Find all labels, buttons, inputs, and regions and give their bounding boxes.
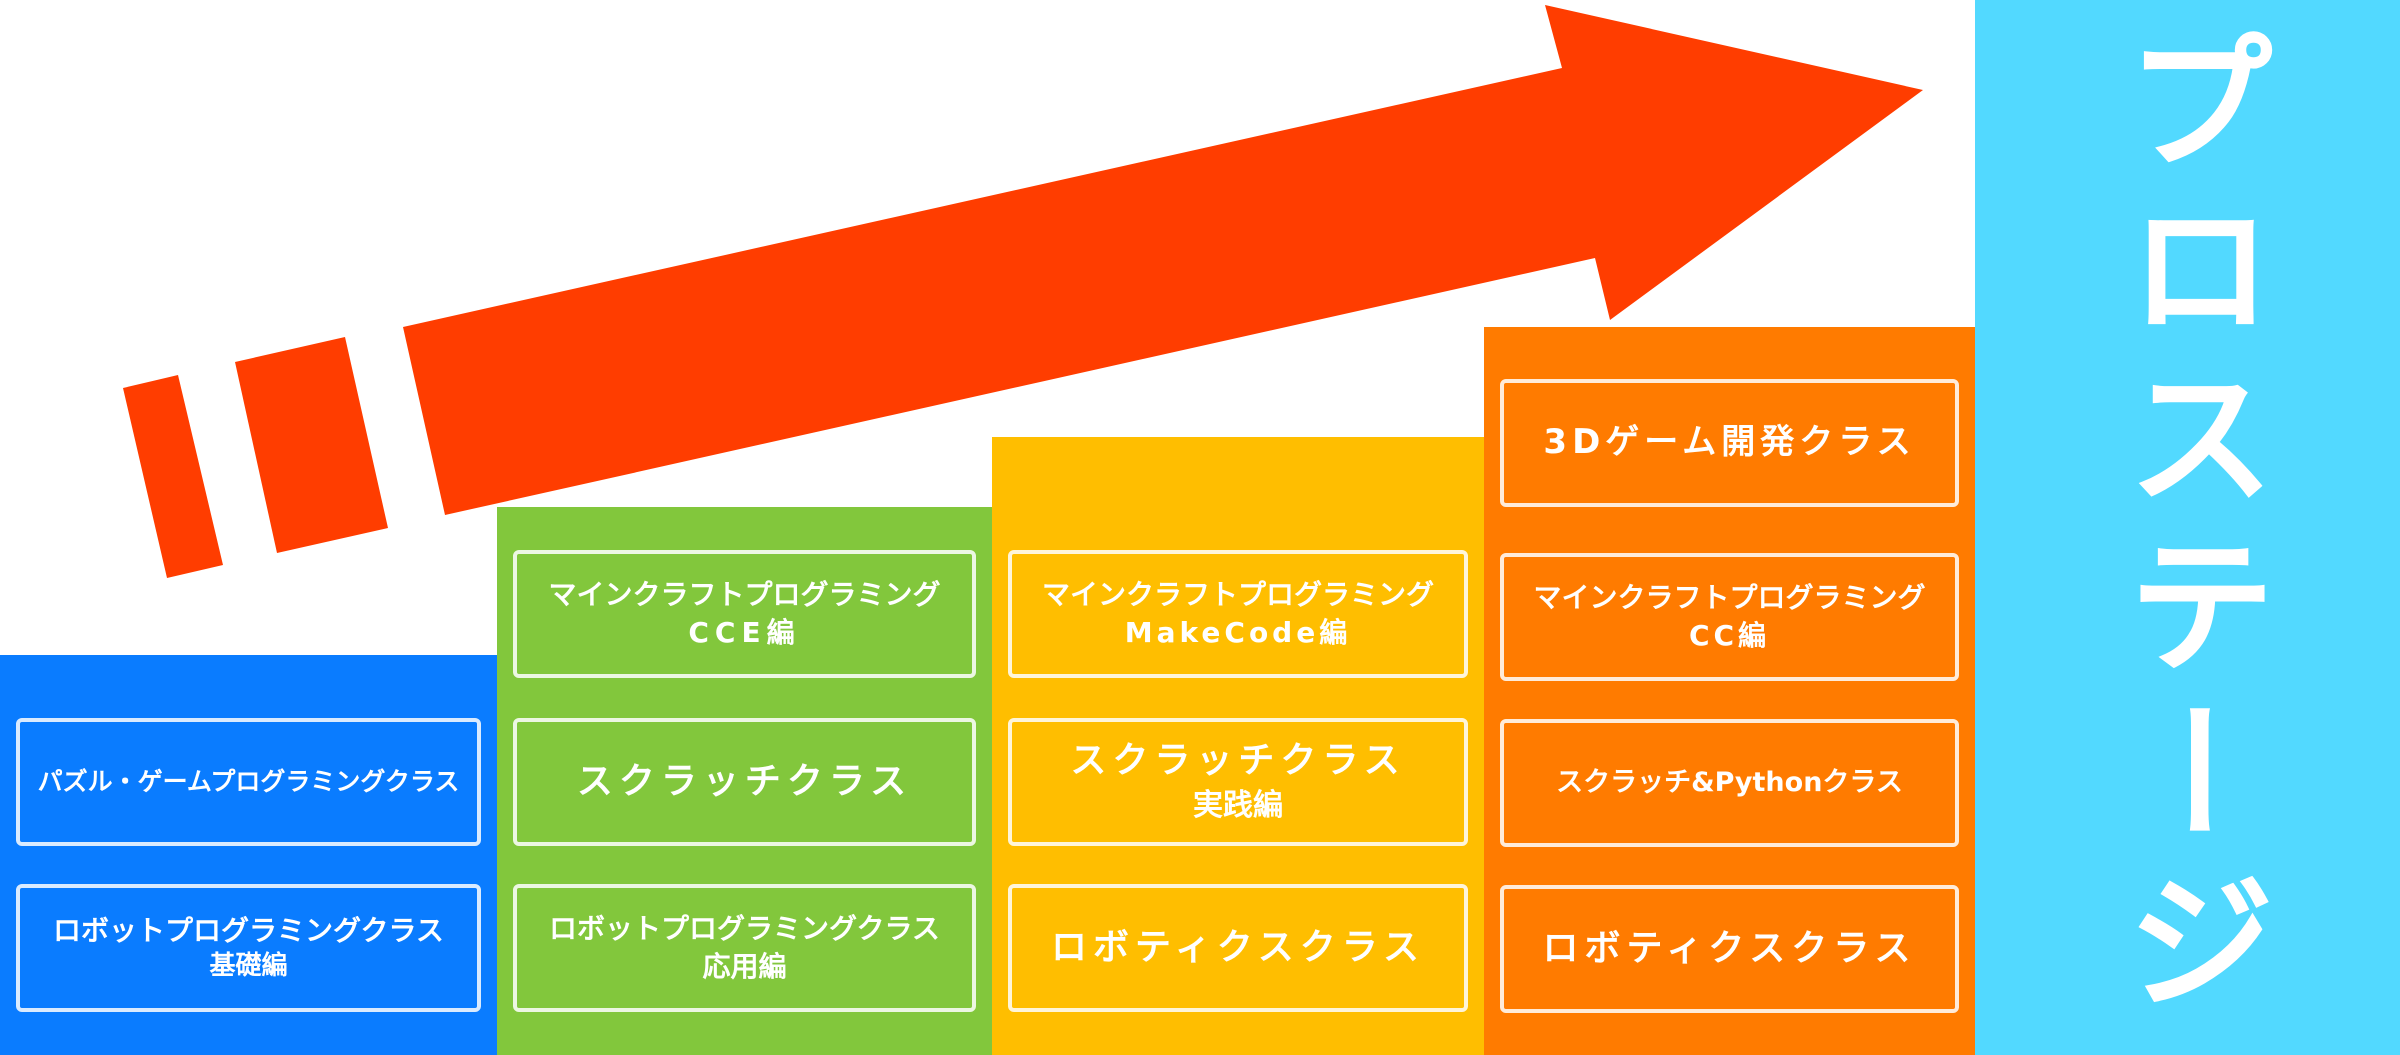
class-name: ロボティクスクラス xyxy=(1542,927,1917,969)
class-box[interactable]: マインクラフトプログラミング MakeCode編 xyxy=(1008,550,1468,678)
step-column-practical: マインクラフトプログラミング MakeCode編 スクラッチクラス 実践編 ロボ… xyxy=(992,437,1484,1055)
class-box[interactable]: スクラッチクラス 実践編 xyxy=(1008,718,1468,846)
class-level: 実践編 xyxy=(1193,788,1283,824)
class-box[interactable]: マインクラフトプログラミング CCE編 xyxy=(513,550,976,678)
class-level: 基礎編 xyxy=(209,951,288,982)
class-box[interactable]: パズル・ゲームプログラミングクラス xyxy=(16,718,481,846)
class-box[interactable]: ロボットプログラミングクラス 応用編 xyxy=(513,884,976,1012)
class-name: スクラッチクラス xyxy=(576,760,913,802)
class-box[interactable]: マインクラフトプログラミング CC編 xyxy=(1500,553,1959,681)
class-name: パズル・ゲームプログラミングクラス xyxy=(37,767,460,797)
class-level: CC編 xyxy=(1688,619,1771,652)
class-box[interactable]: 3Dゲーム開発クラス xyxy=(1500,379,1959,507)
step-column-applied: マインクラフトプログラミング CCE編 スクラッチクラス ロボットプログラミング… xyxy=(497,507,992,1055)
growth-arrow xyxy=(123,5,1923,578)
arrow-body xyxy=(403,5,1923,515)
class-name: スクラッチクラス xyxy=(1070,740,1406,782)
class-name: マインクラフトプログラミング xyxy=(548,578,941,612)
class-level: 応用編 xyxy=(702,950,787,983)
class-name: スクラッチ&Pythonクラス xyxy=(1556,766,1903,798)
class-level: CCE編 xyxy=(688,616,801,649)
pro-stage-panel: プロステージ xyxy=(1975,0,2400,1055)
class-box[interactable]: ロボティクスクラス xyxy=(1500,885,1959,1013)
class-name: マインクラフトプログラミング xyxy=(1041,578,1434,612)
class-box[interactable]: ロボティクスクラス xyxy=(1008,884,1468,1012)
class-level: MakeCode編 xyxy=(1124,616,1352,649)
class-name: 3Dゲーム開発クラス xyxy=(1543,422,1916,463)
pro-stage-label: プロステージ xyxy=(2100,23,2275,1032)
class-name: ロボットプログラミングクラス xyxy=(53,913,444,947)
class-name: ロボティクスクラス xyxy=(1050,926,1426,968)
class-box[interactable]: スクラッチ&Pythonクラス xyxy=(1500,719,1959,847)
class-box[interactable]: ロボットプログラミングクラス 基礎編 xyxy=(16,884,481,1012)
class-box[interactable]: スクラッチクラス xyxy=(513,718,976,846)
step-column-basic: パズル・ゲームプログラミングクラス ロボットプログラミングクラス 基礎編 xyxy=(0,655,497,1055)
class-name: ロボットプログラミングクラス xyxy=(549,912,940,946)
arrow-dash-small xyxy=(123,375,223,578)
step-column-advanced: 3Dゲーム開発クラス マインクラフトプログラミング CC編 スクラッチ&Pyth… xyxy=(1484,327,1975,1055)
class-name: マインクラフトプログラミング xyxy=(1533,581,1926,615)
arrow-dash-medium xyxy=(235,337,388,553)
